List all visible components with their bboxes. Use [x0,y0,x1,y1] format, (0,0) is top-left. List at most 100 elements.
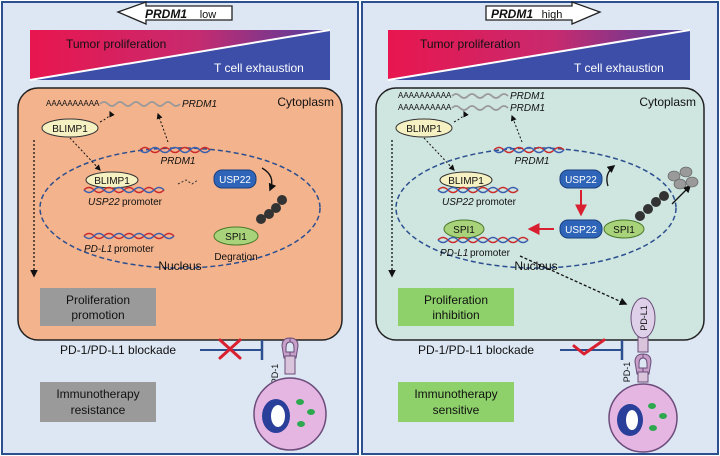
right-mrna-strand-1 [451,93,509,99]
right-pdl1-promoter-gene: PD-L1 [440,248,468,259]
right-pdl1-export-arrow [519,255,628,305]
right-free-ub-4 [685,176,699,188]
right-usp22-protein [559,169,603,189]
left-blimp1-nuc-label: BLIMP1 [94,176,130,187]
right-nucleus-label: Nucleus [514,259,557,273]
right-prdm1-dna-a [493,146,565,154]
left-usp22-promoter-word: promoter [122,197,163,208]
right-release-arrow [671,184,692,205]
left-ub-4 [256,214,266,224]
right-ub-2 [643,204,653,214]
left-ub-3 [264,209,274,219]
left-degration-label: Degration [214,252,257,263]
left-header-gene: PRDM1 [145,7,187,21]
right-mrna-polya-1: AAAAAAAAAA [398,91,452,100]
right-outcome-line2: inhibition [432,308,479,322]
left-pd1-stalk [284,355,296,375]
right-granule-2 [659,413,667,419]
right-header-level: high [542,9,563,21]
right-usp22-curve-arrow [606,165,616,187]
right-pd1-receptor-left [634,353,644,375]
left-granule-1 [296,399,304,405]
left-usp22-protein [213,169,257,189]
left-transcription-arrow [156,112,169,143]
left-t-cell: PD-1 [253,337,327,451]
right-panel: PRDM1 high Tumor proliferation T cell ex… [361,1,719,455]
right-ubiquitin-chain [635,191,669,221]
left-pd1-receptor-right [289,337,299,359]
left-granule-3 [297,421,305,427]
right-therapy-line2: sensitive [433,403,480,417]
left-usp22-label: USP22 [219,175,251,186]
right-exhaustion-label: T cell exhaustion [574,61,664,75]
right-outcome-box [398,288,514,326]
right-header-gene: PRDM1 [491,7,533,21]
left-usp22-curve-arrow [261,167,277,192]
left-blimp1-cyto [41,118,99,138]
right-free-ub-1 [667,170,681,182]
left-spi1-label: SPI1 [225,232,247,243]
left-mrna-polya: AAAAAAAAAA [46,99,100,108]
right-usp22-top-label: USP22 [565,175,597,186]
left-cytoplasm-label: Cytoplasm [277,95,334,109]
right-gradient: Tumor proliferation T cell exhaustion [387,29,691,81]
right-spi1-label: SPI1 [453,225,475,236]
left-weak-arrow [177,179,199,185]
left-nucleus [39,147,321,269]
right-transcription-arrow [510,114,523,143]
left-translation-arrow [99,110,115,123]
left-nucleus-label: Nucleus [158,259,201,273]
right-pdl1-dna-a [437,236,529,244]
right-usp22-promoter-word: promoter [476,197,517,208]
right-arrow-shape [485,1,602,25]
right-gradient-divider [387,29,691,81]
left-spi1-protein [213,226,259,246]
right-import-arrow [423,137,455,171]
right-free-ub-2 [679,166,693,178]
right-free-ubiquitin [667,166,699,190]
right-mrna-gene-1: PRDM1 [510,91,545,102]
right-therapy-line1: Immunotherapy [414,387,497,401]
right-free-ub-3 [673,178,687,190]
right-t-cell: PD-1 [608,353,678,453]
right-blockade-label: PD-1/PD-L1 blockade [418,343,534,357]
right-granule-1 [648,403,656,409]
left-usp22-promoter-gene: USP22 [88,197,120,208]
right-therapy-box [398,382,514,422]
right-ub-1 [635,211,645,221]
right-blockade-check-mark [572,338,606,356]
right-translation-arrow [453,110,469,123]
left-pdl1-dna-b [83,232,175,240]
left-import-arrow [69,137,101,171]
right-usp22-complex [559,219,603,239]
right-cell [375,87,705,341]
left-ub-2 [271,203,281,213]
left-gradient: Tumor proliferation T cell exhaustion [29,29,331,81]
right-outcome-line1: Proliferation [424,293,488,307]
left-pdl1-promoter-gene: PD-L1 [84,244,112,255]
right-pdl1-promoter-word: promoter [470,248,511,259]
right-ub-3 [651,197,661,207]
right-mrna-strand-2 [451,105,509,111]
left-pd1-receptor-left [281,337,291,359]
left-exhaustion-label: T cell exhaustion [214,61,304,75]
left-pdl1-promoter-word: promoter [114,244,155,255]
left-granule-2 [307,409,315,415]
left-ubiquitin-chain [256,195,287,224]
left-t-cell-nucleus-hole [271,405,285,427]
right-mrna-polya-2: AAAAAAAAAA [398,103,452,112]
right-usp22-complex-label: USP22 [565,225,597,236]
left-mrna-strand [99,101,181,107]
left-ub-1 [277,195,287,205]
right-granule-3 [649,425,657,431]
right-cytoplasm-label: Cytoplasm [639,95,696,109]
right-spi1-complex-label: SPI1 [613,225,635,236]
left-blimp1-cyto-label: BLIMP1 [52,124,88,135]
left-prdm1-dna-a [139,146,211,154]
left-prdm1-dna-b [139,146,211,154]
right-t-cell-nucleus-hole [626,410,638,430]
left-cell [17,87,343,341]
left-usp22-dna-b [83,186,165,194]
left-blockade-x-mark [218,338,242,360]
